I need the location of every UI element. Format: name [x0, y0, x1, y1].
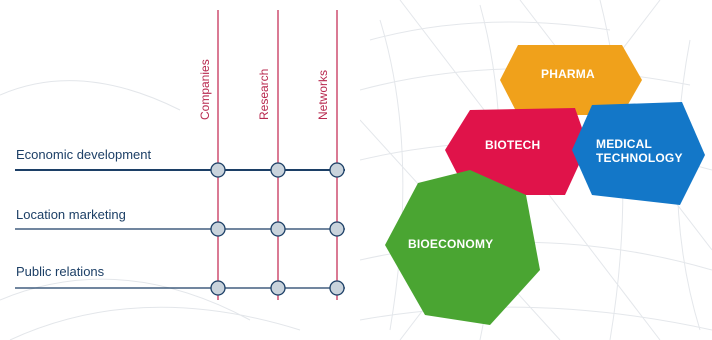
pharma-label: PHARMA	[541, 67, 595, 81]
node	[270, 280, 286, 296]
row-label-public-relations: Public relations	[16, 264, 105, 279]
row-label-location-marketing: Location marketing	[16, 207, 126, 222]
node	[329, 280, 345, 296]
medical-label-line1: MEDICAL	[596, 137, 653, 151]
node	[329, 162, 345, 178]
background-globe-lines	[0, 80, 301, 340]
node	[210, 280, 226, 296]
biotech-label: BIOTECH	[485, 138, 541, 152]
column-label-companies: Companies	[198, 59, 212, 120]
hexagon-cluster	[360, 0, 712, 340]
hex-biotech	[445, 108, 588, 195]
node	[210, 221, 226, 237]
medical-technology-label: MEDICAL TECHNOLOGY	[596, 137, 683, 165]
hex-bioeconomy	[385, 170, 540, 325]
column-lines	[217, 10, 338, 300]
node	[270, 221, 286, 237]
node	[210, 162, 226, 178]
column-label-research: Research	[257, 68, 271, 120]
bioeconomy-label: BIOECONOMY	[408, 237, 494, 251]
intersection-nodes	[210, 162, 345, 296]
hex-pharma	[500, 45, 642, 115]
node	[270, 162, 286, 178]
node	[329, 221, 345, 237]
hex-medical-technology	[572, 102, 705, 205]
matrix-diagram	[0, 10, 345, 340]
medical-label-line2: TECHNOLOGY	[596, 151, 683, 165]
row-lines	[15, 169, 345, 289]
row-label-economic-development: Economic development	[16, 147, 152, 162]
column-label-networks: Networks	[316, 69, 330, 120]
